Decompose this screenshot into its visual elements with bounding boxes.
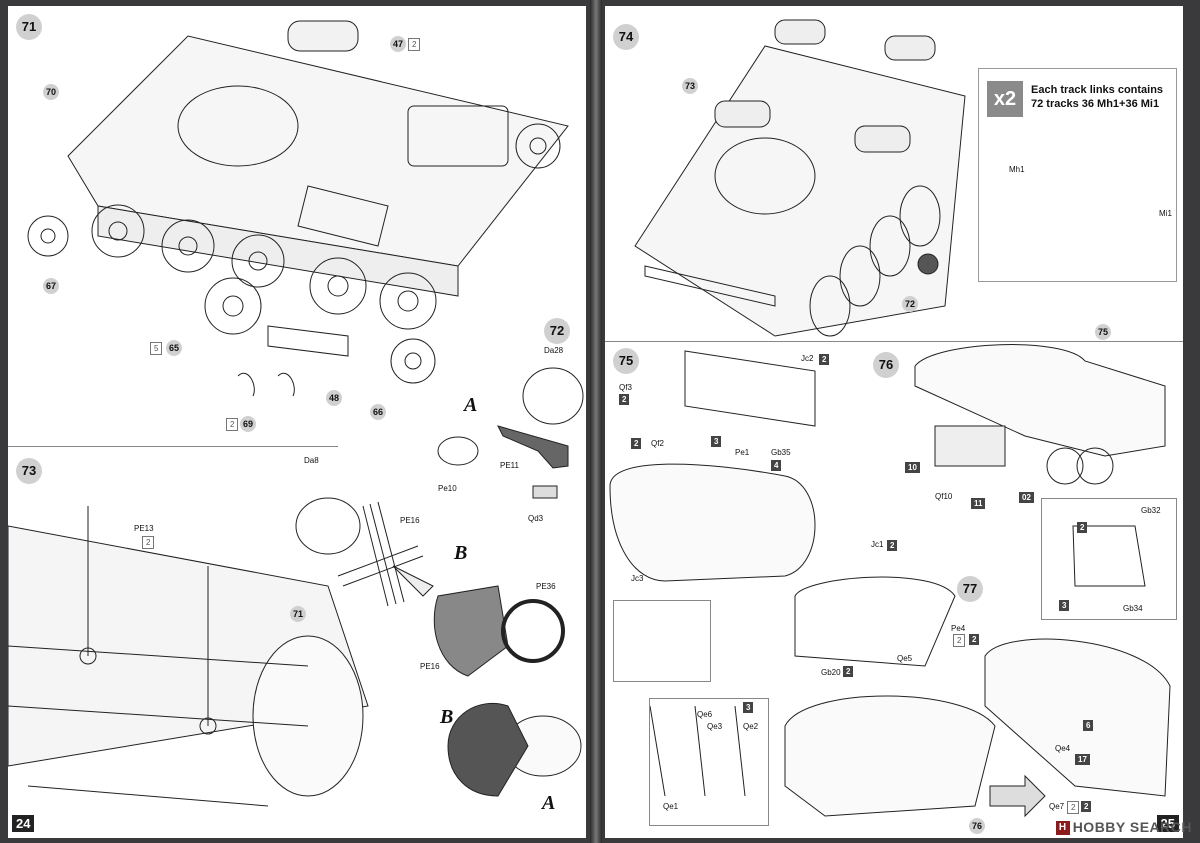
callout-66: 66 — [370, 404, 386, 420]
track-links-note: Each track links contains 72 tracks 36 M… — [1031, 84, 1164, 110]
left-page-line-art — [8, 20, 584, 807]
callout-71: 71 — [290, 606, 306, 622]
label-qe7: Qe7 — [1049, 802, 1065, 811]
callout-73: 73 — [682, 78, 698, 94]
label-pe11: PE11 — [500, 461, 519, 470]
callout-47: 47 — [390, 36, 406, 52]
callout-65: 65 — [166, 340, 182, 356]
label-pe1: Pe1 — [735, 448, 750, 457]
label-qe3: Qe3 — [707, 722, 723, 731]
callout-76: 76 — [969, 818, 985, 834]
box-qf2: 2 — [631, 438, 642, 449]
qty-47: 2 — [408, 38, 421, 51]
qty-pe13: 2 — [142, 536, 155, 549]
page-number-right: 25 — [1156, 815, 1179, 832]
step-75-number: 75 — [613, 348, 639, 374]
step-77-number: 77 — [957, 576, 983, 602]
label-qf3: Qf3 — [619, 383, 632, 392]
label-qe2: Qe2 — [743, 722, 759, 731]
letter-a-2: A — [542, 792, 556, 814]
hobby-search-logo-icon: H — [1055, 821, 1070, 835]
watermark-text: HOBBY SEARCH — [1072, 818, 1192, 835]
box-jc1: 2 — [887, 540, 898, 551]
label-gb32: Gb32 — [1141, 506, 1161, 515]
label-pe4: Pe4 — [951, 624, 966, 633]
box-17: 17 — [1075, 754, 1090, 765]
callout-48: 48 — [326, 390, 342, 406]
label-qf2: Qf2 — [651, 439, 664, 448]
letter-a-1: A — [464, 394, 478, 416]
box-10: 10 — [905, 462, 920, 473]
page-number-left: 24 — [12, 815, 35, 832]
box-jc2: 2 — [819, 354, 830, 365]
callout-70: 70 — [43, 84, 59, 100]
callout-69: 69 — [240, 416, 256, 432]
label-mh1: Mh1 — [1009, 165, 1025, 174]
label-pe13: PE13 — [134, 524, 154, 533]
box-77: 3 — [743, 702, 754, 713]
qty-65: 5 — [150, 342, 163, 355]
box-gb35: 4 — [771, 460, 782, 471]
callout-75: 75 — [1095, 324, 1111, 340]
label-pe16-top: PE16 — [400, 516, 420, 525]
label-qe5: Qe5 — [897, 654, 913, 663]
label-pe36: PE36 — [536, 582, 556, 591]
label-qe1: Qe1 — [663, 802, 679, 811]
label-mi1: Mi1 — [1159, 209, 1172, 218]
label-da8: Da8 — [304, 456, 319, 465]
box-11: 11 — [971, 498, 986, 509]
qty-pe4: 2 — [953, 634, 966, 647]
label-qf10: Qf10 — [935, 492, 953, 501]
label-gb20: Gb20 — [821, 668, 841, 677]
book-spine — [590, 0, 602, 843]
box-76-a: 2 — [1077, 522, 1088, 533]
step-73-number: 73 — [16, 458, 42, 484]
box-qf3: 2 — [619, 394, 630, 405]
track-links-panel: x2 Each track links contains 72 tracks 3… — [978, 68, 1177, 282]
box-qe7: 2 — [1081, 801, 1092, 812]
multiplier-badge: x2 — [987, 81, 1023, 117]
label-qe4: Qe4 — [1055, 744, 1071, 753]
label-jc2: Jc2 — [801, 354, 814, 363]
label-qe6: Qe6 — [697, 710, 713, 719]
box-pe4: 2 — [969, 634, 980, 645]
box-6: 6 — [1083, 720, 1094, 731]
label-gb35: Gb35 — [771, 448, 791, 457]
letter-b-1: B — [454, 542, 468, 564]
label-pe10: Pe10 — [438, 484, 457, 493]
step-divider — [8, 446, 338, 447]
instruction-page-left: 71 47 2 70 67 5 65 48 2 69 66 72 Da28 A … — [8, 6, 586, 838]
label-jc1: Jc1 — [871, 540, 884, 549]
label-da28: Da28 — [544, 346, 564, 355]
step-74-number: 74 — [613, 24, 639, 50]
inset-gb-frame — [1041, 498, 1177, 620]
callout-67: 67 — [43, 278, 59, 294]
box-76-b: 3 — [1059, 600, 1070, 611]
step-71-number: 71 — [16, 14, 42, 40]
box-02: 02 — [1019, 492, 1034, 503]
qty-qe7: 2 — [1067, 801, 1080, 814]
step-72-number: 72 — [544, 318, 570, 344]
callout-72: 72 — [902, 296, 918, 312]
letter-b-2: B — [440, 706, 454, 728]
box-pe1: 3 — [711, 436, 722, 447]
label-jc3: Jc3 — [631, 574, 644, 583]
step-76-number: 76 — [873, 352, 899, 378]
inset-detail-frame — [613, 600, 711, 682]
qty-69: 2 — [226, 418, 239, 431]
right-page-line-art — [609, 19, 1171, 818]
inset-qe-frame — [649, 698, 769, 826]
label-qd3: Qd3 — [528, 514, 544, 523]
box-gb20: 2 — [843, 666, 854, 677]
step-divider-right — [605, 341, 1183, 342]
instruction-page-right: 74 73 72 x2 Each track links contains 72… — [605, 6, 1183, 838]
label-pe16-bottom: PE16 — [420, 662, 440, 671]
label-gb34: Gb34 — [1123, 604, 1143, 613]
